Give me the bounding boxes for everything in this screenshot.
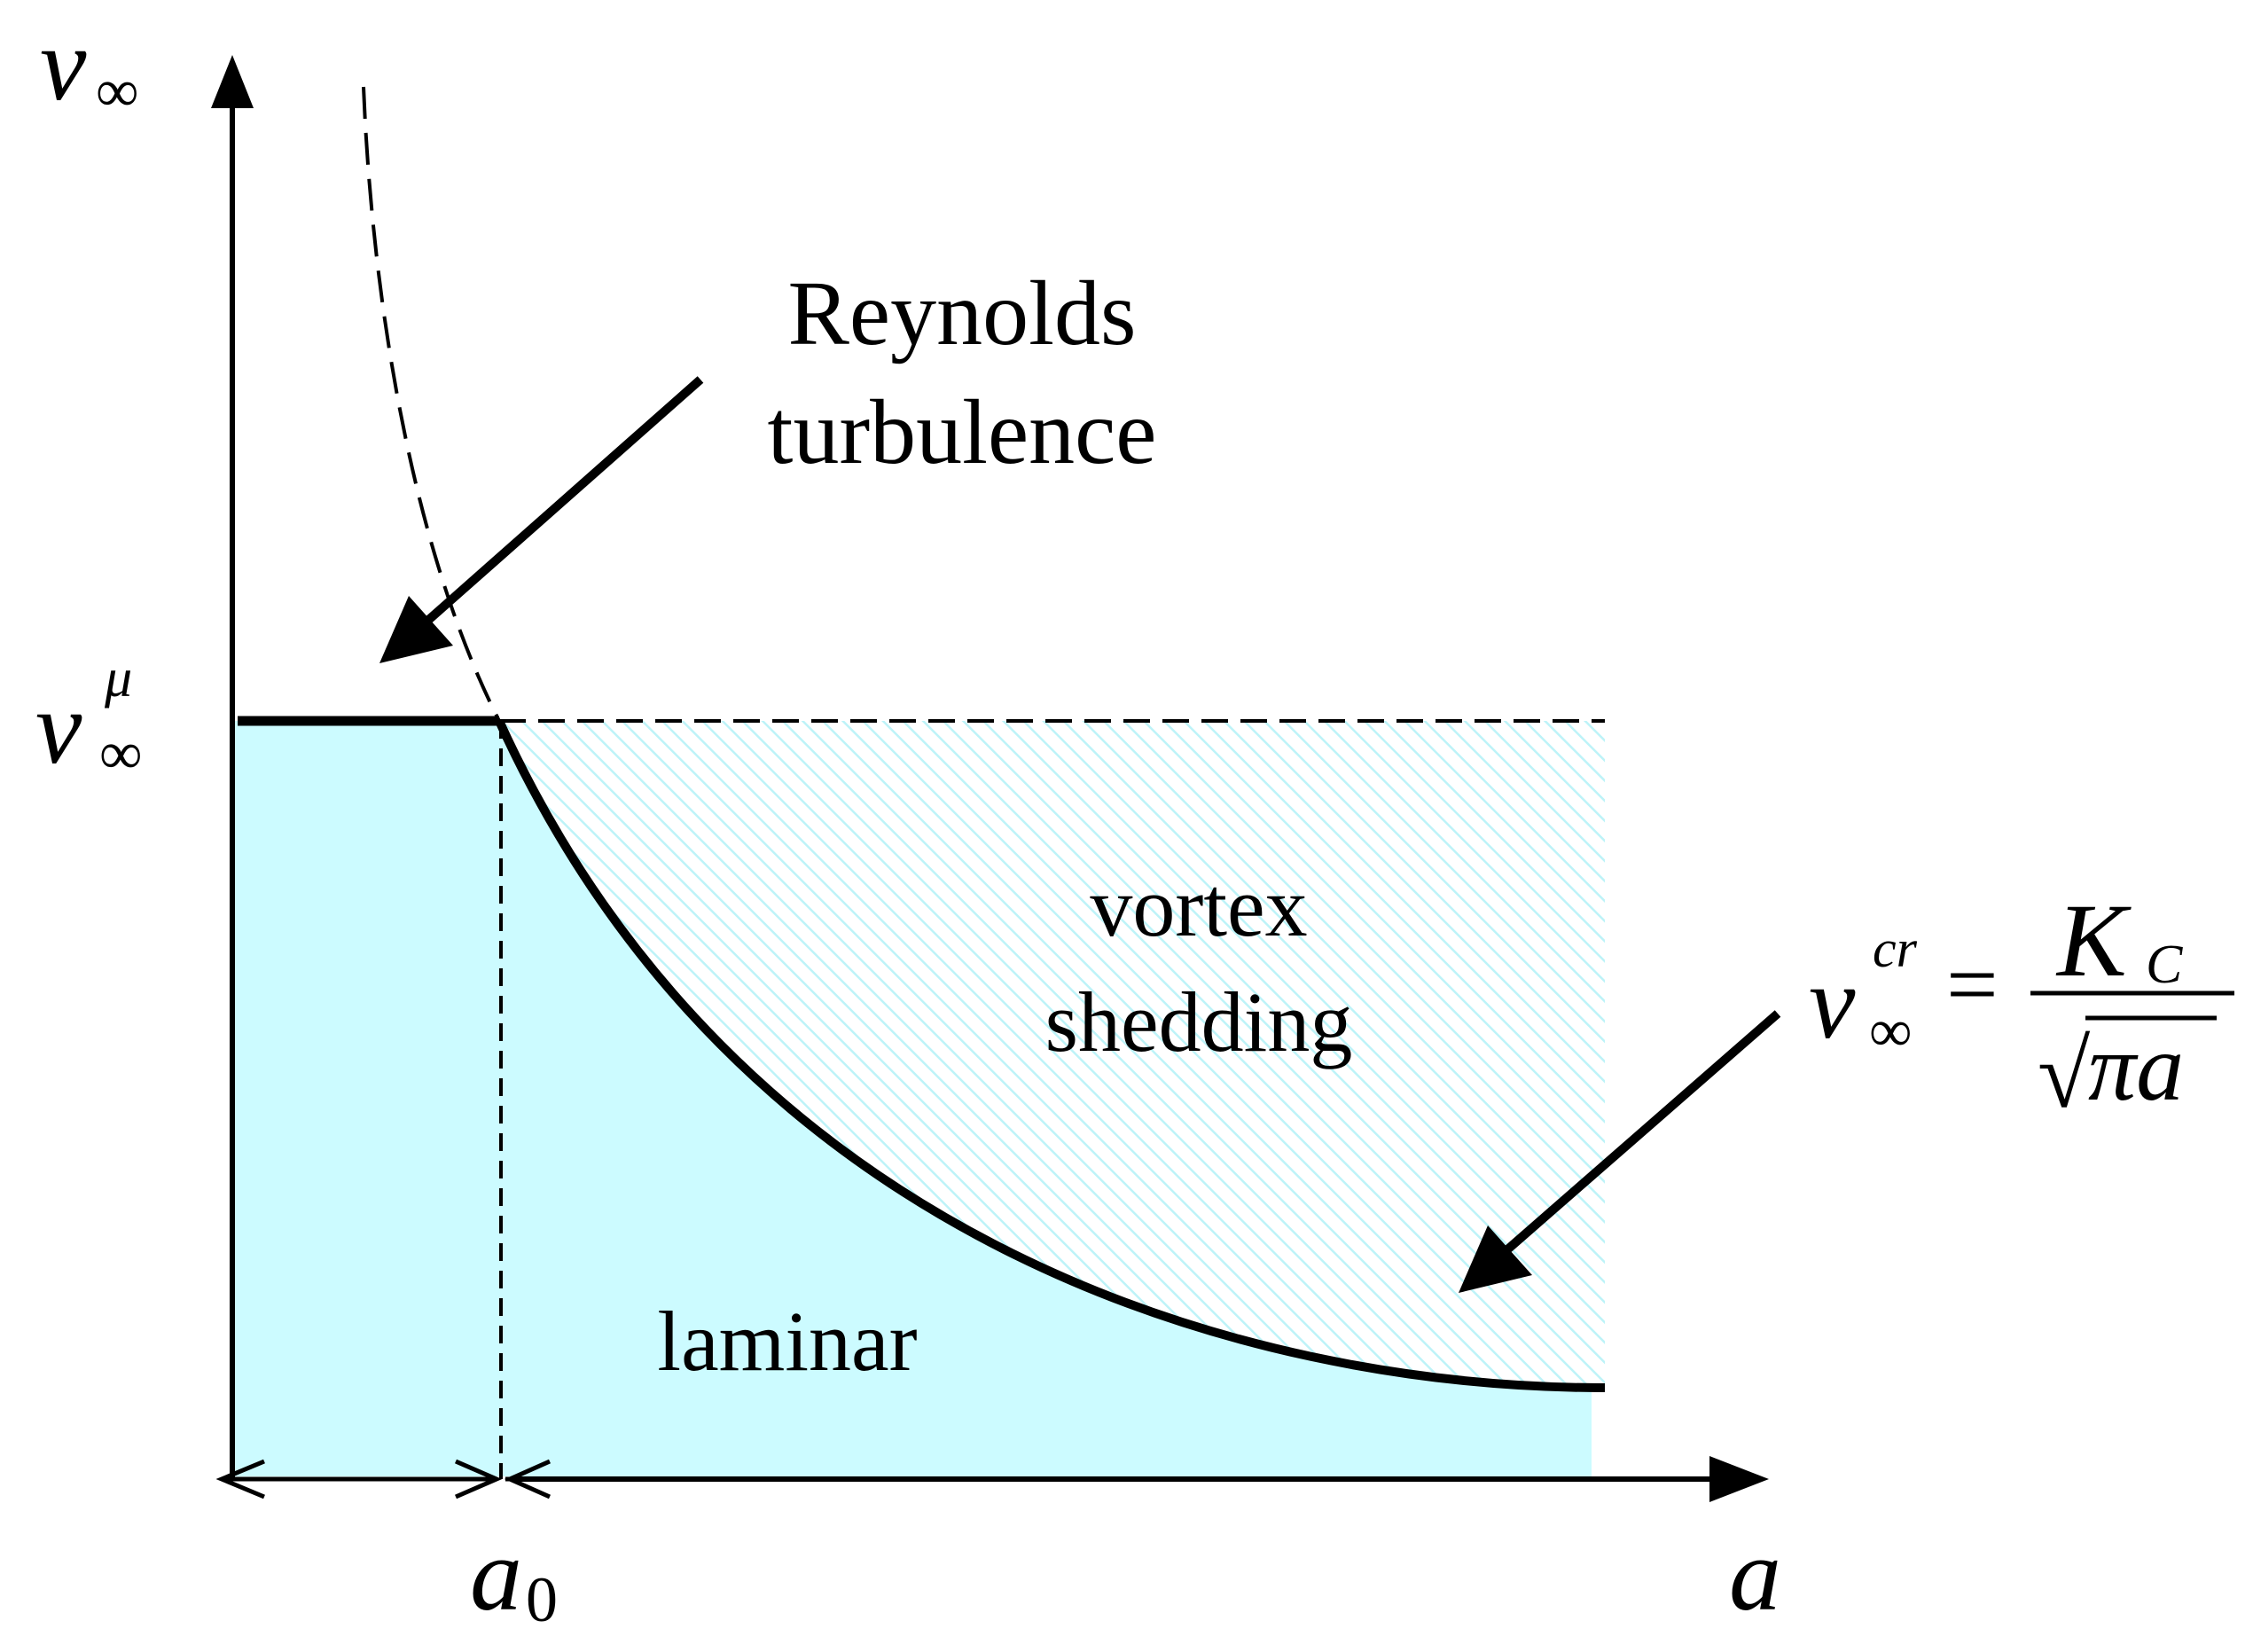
reynolds-label-line1: Reynolds [788,262,1137,364]
laminar-region [235,721,1605,1476]
x-tick-a0-subscript: 0 [526,1564,558,1635]
formula-lhs-superscript: cr [1873,920,1918,978]
formula-pointer-arrowhead [1459,1225,1532,1293]
threshold-label-subscript: ∞ [99,719,142,787]
laminar-label: laminar [657,1294,917,1389]
range-arrow-right-head [504,1459,552,1499]
vortex-label-line1: vortex [1090,859,1307,954]
formula-numerator: K [2055,882,2132,998]
formula-lhs-subscript: ∞ [1869,997,1912,1064]
y-axis-label: v [40,6,87,122]
x-tick-a0: a [470,1516,522,1632]
vortex-label-line2: shedding [1045,975,1353,1069]
y-axis-arrowhead [211,55,254,108]
formula-radical-sign: √ [2038,1022,2091,1128]
formula-numerator-subscript: C [2146,935,2183,995]
reynolds-pointer-arrowhead [379,596,453,663]
reynolds-label-line2: turbulence [768,381,1157,483]
x-axis-label: a [1729,1516,1781,1632]
x-axis-arrowhead [1709,1456,1769,1502]
vortex-shedding-region [499,390,1605,1388]
reynolds-dashed-curve [362,86,501,722]
range-arrow-left-head [215,1459,265,1499]
y-axis-label-subscript: ∞ [96,57,138,124]
threshold-label: v [35,669,82,786]
critical-velocity-curve [495,718,1606,1392]
formula-denominator: πa [2088,1015,2184,1121]
threshold-label-superscript: μ [104,648,132,709]
formula-lhs: v [1809,944,1856,1061]
range-arrow-mid-head [455,1459,503,1499]
formula-equals: = [1946,934,1999,1036]
reynolds-pointer-arrow-shaft [422,376,704,626]
formula-pointer-arrow-shaft [1502,1010,1781,1255]
